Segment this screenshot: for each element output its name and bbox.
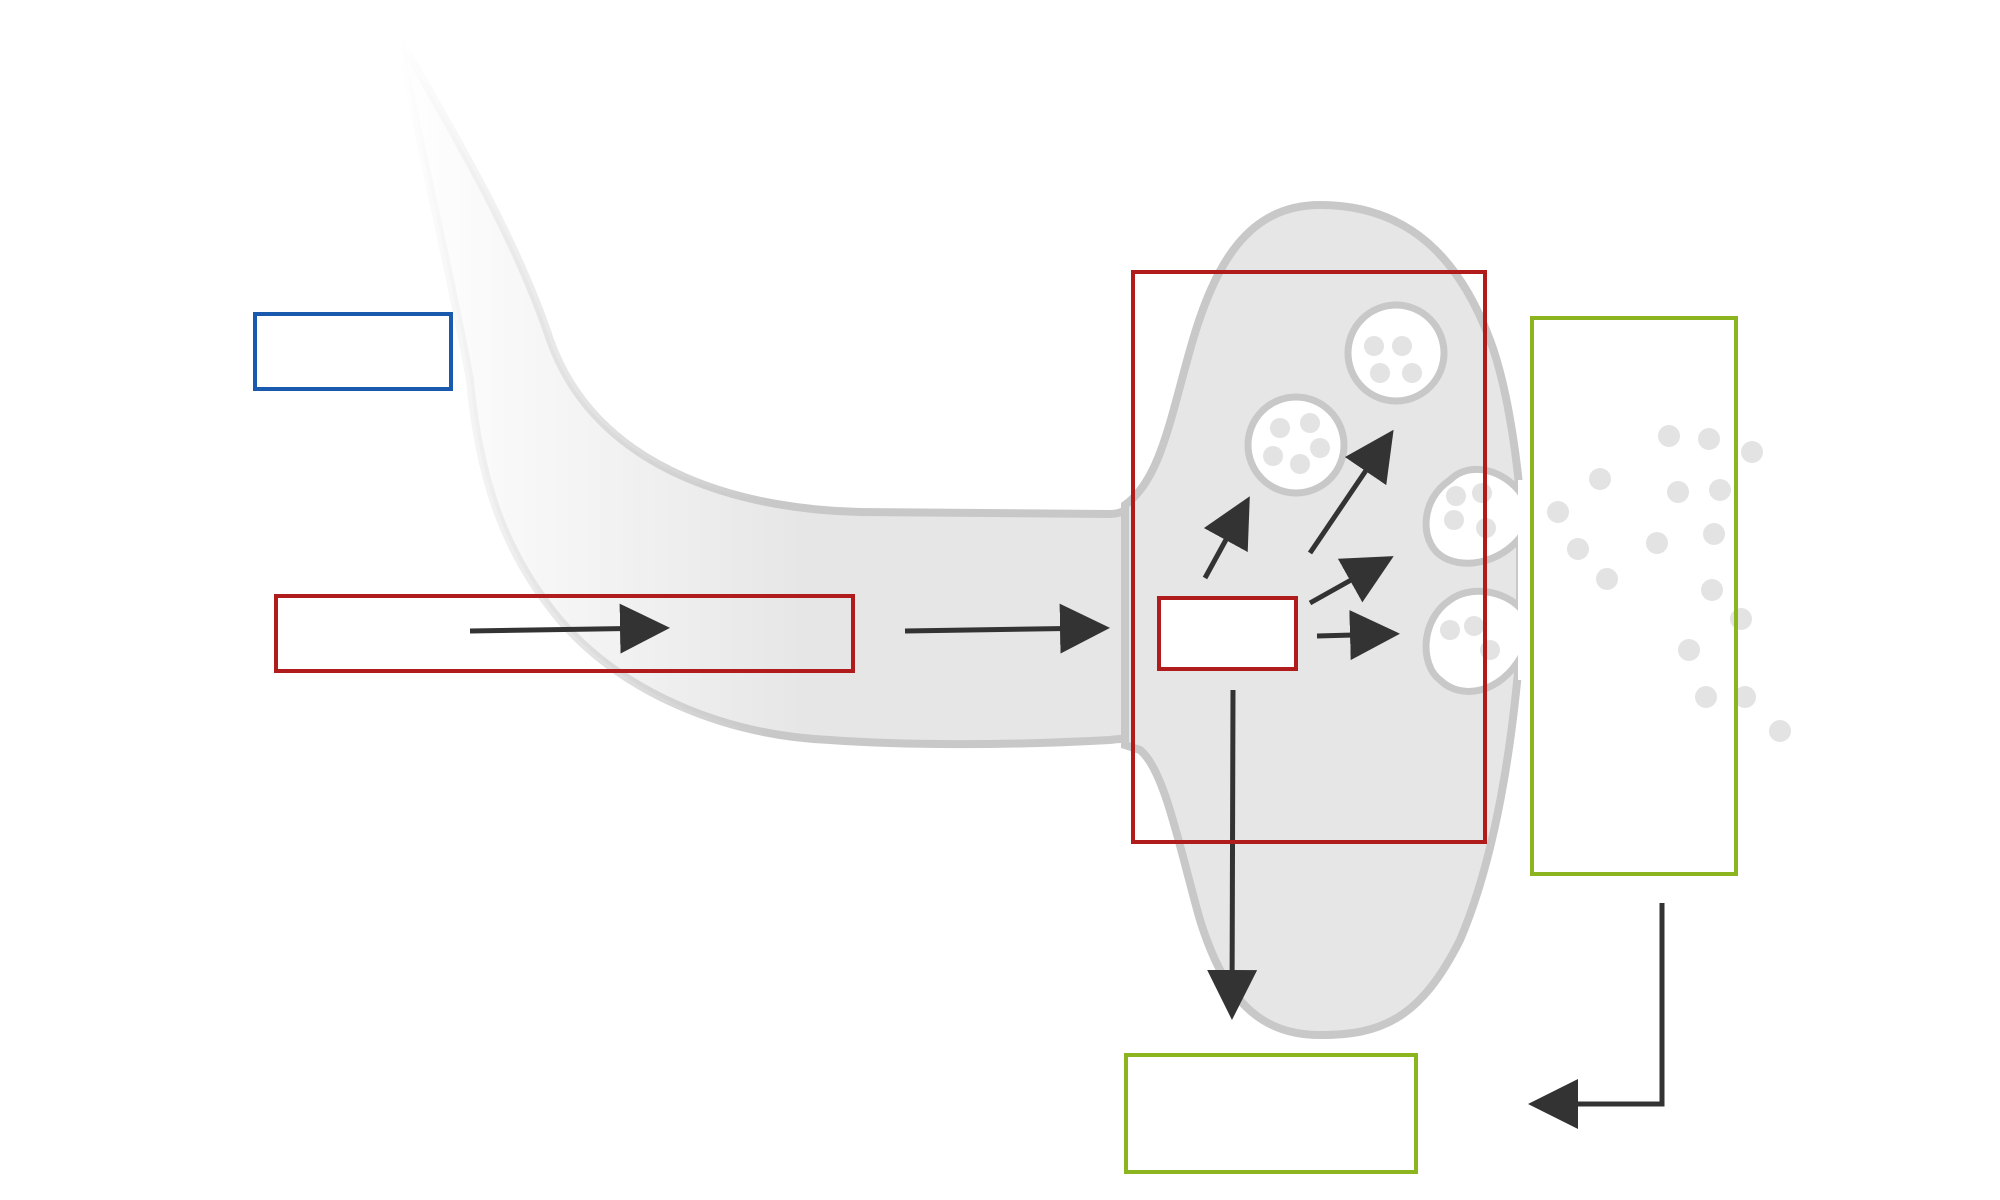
label-box-axon (255, 314, 451, 389)
label-box-action-potential (276, 596, 853, 671)
vesicle-1 (1244, 393, 1348, 497)
arrow-reuptake (1528, 903, 1665, 1129)
axon-shape (400, 40, 1140, 745)
label-axon-text (255, 314, 451, 389)
label-terminal-text (1133, 272, 1485, 842)
axon-outline-bottom (396, 39, 1144, 749)
label-box-calcium (1157, 596, 1298, 671)
label-box-green-right-outline (1530, 316, 1738, 876)
label-box-red-left-outline (274, 594, 855, 673)
label-box-reuptake (1126, 1055, 1416, 1172)
released-neurotransmitter (1547, 425, 1791, 742)
axon-outline-top (396, 37, 1144, 519)
arrow-to-vesicle-1 (1202, 496, 1250, 580)
arrow-to-vesicle-2 (1307, 429, 1394, 555)
vesicle-dots (1263, 336, 1500, 660)
label-reuptake-text (1126, 1055, 1416, 1172)
arrow-to-fusion-lower (1316, 610, 1400, 661)
label-box-red-large-outline (1131, 270, 1487, 844)
label-action-potential-text (276, 596, 853, 671)
arrows (469, 429, 1665, 1129)
label-box-terminal (1133, 272, 1485, 842)
arrow-downward (1207, 689, 1258, 1020)
arrow-to-fusion-upper (1308, 556, 1394, 606)
label-synaptic-cleft-text (1532, 318, 1736, 874)
label-box-blue-outline (253, 312, 453, 391)
membrane-gap (1518, 480, 1532, 680)
arrow-to-terminal (904, 603, 1110, 654)
label-box-synaptic-cleft (1532, 318, 1736, 874)
label-box-green-bottom-outline (1124, 1053, 1418, 1174)
arrow-action-potential (469, 603, 670, 654)
